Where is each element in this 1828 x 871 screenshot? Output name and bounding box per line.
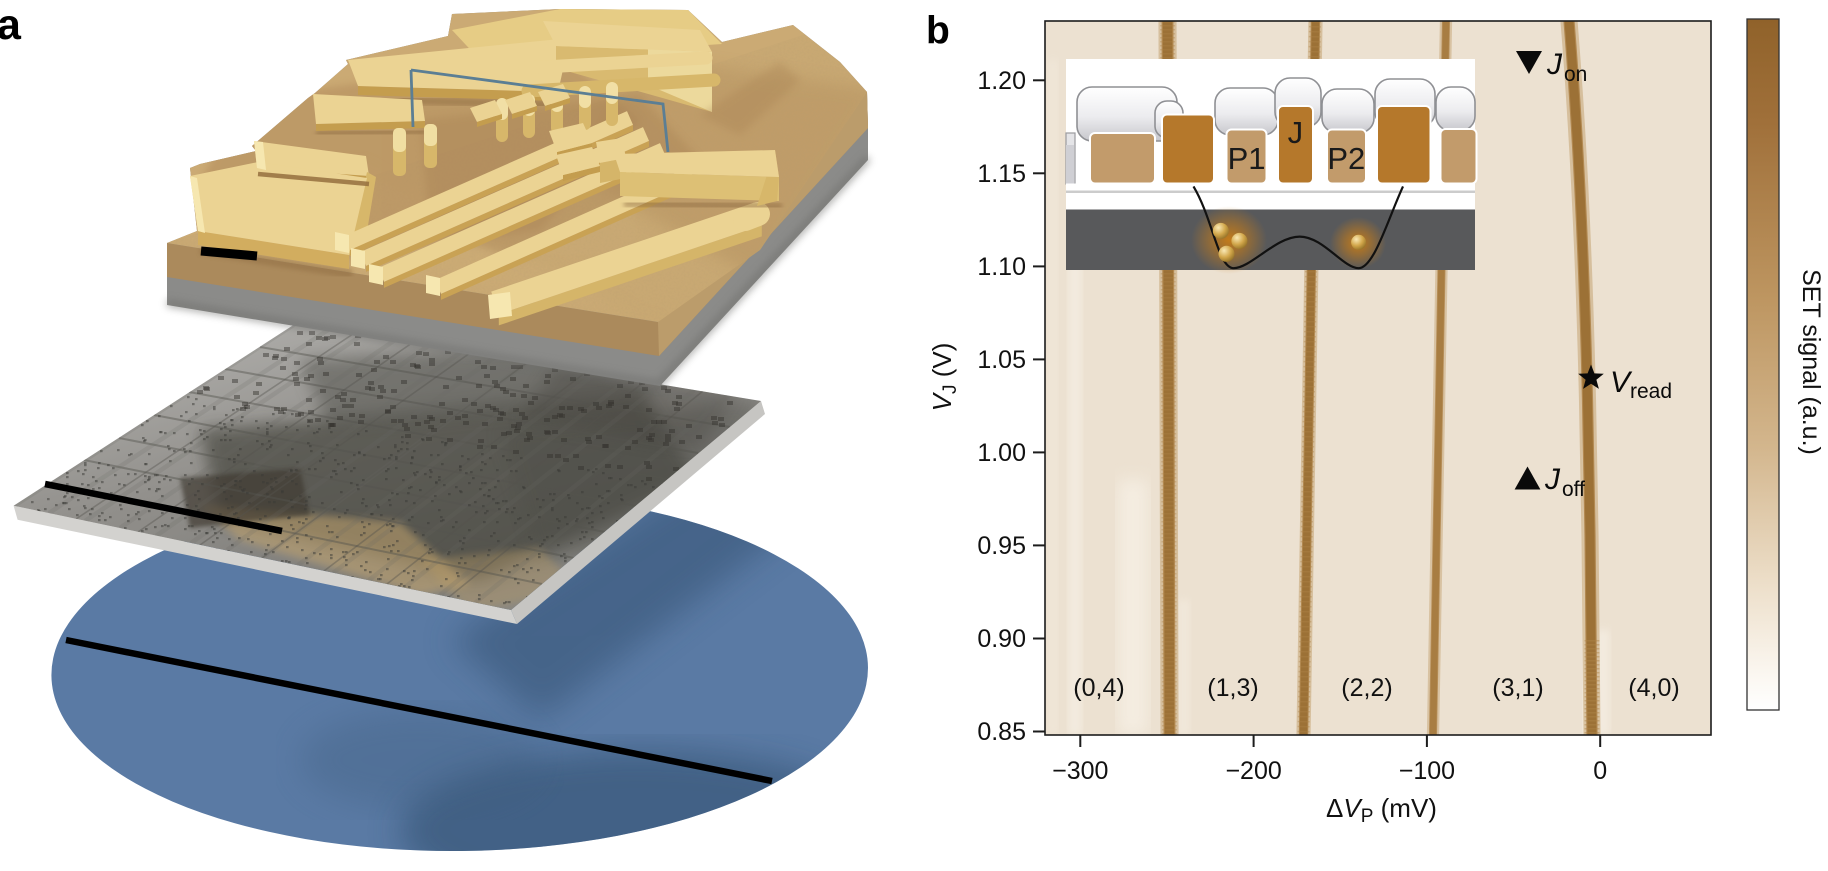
svg-text:VJ (V): VJ (V) xyxy=(927,343,961,412)
svg-text:−300: −300 xyxy=(1052,757,1108,785)
svg-text:V: V xyxy=(1610,366,1633,399)
svg-text:(0,4): (0,4) xyxy=(1073,674,1124,702)
svg-text:J: J xyxy=(1288,115,1304,150)
svg-text:(2,2): (2,2) xyxy=(1341,674,1392,702)
svg-text:1.20: 1.20 xyxy=(977,67,1026,95)
svg-text:read: read xyxy=(1630,380,1672,403)
svg-text:b: b xyxy=(926,10,950,53)
svg-text:ΔVP (mV): ΔVP (mV) xyxy=(1326,793,1437,827)
svg-text:0.85: 0.85 xyxy=(977,718,1026,746)
svg-text:1.00: 1.00 xyxy=(977,439,1026,467)
svg-text:0.90: 0.90 xyxy=(977,625,1026,653)
svg-text:−100: −100 xyxy=(1399,757,1455,785)
svg-text:J: J xyxy=(1546,48,1563,81)
svg-text:(3,1): (3,1) xyxy=(1492,674,1543,702)
svg-text:(4,0): (4,0) xyxy=(1628,674,1679,702)
svg-text:(1,3): (1,3) xyxy=(1207,674,1258,702)
svg-text:a: a xyxy=(0,1,22,49)
svg-text:on: on xyxy=(1564,63,1587,86)
svg-text:J: J xyxy=(1544,463,1561,496)
svg-text:off: off xyxy=(1562,478,1585,501)
svg-text:SET signal (a.u.): SET signal (a.u.) xyxy=(1797,269,1825,455)
svg-text:P2: P2 xyxy=(1327,141,1365,176)
svg-text:1.10: 1.10 xyxy=(977,253,1026,281)
svg-text:0.95: 0.95 xyxy=(977,532,1026,560)
svg-text:−200: −200 xyxy=(1225,757,1281,785)
svg-text:1.15: 1.15 xyxy=(977,160,1026,188)
svg-text:1.05: 1.05 xyxy=(977,346,1026,374)
svg-text:P1: P1 xyxy=(1228,141,1266,176)
svg-text:0: 0 xyxy=(1593,757,1607,785)
